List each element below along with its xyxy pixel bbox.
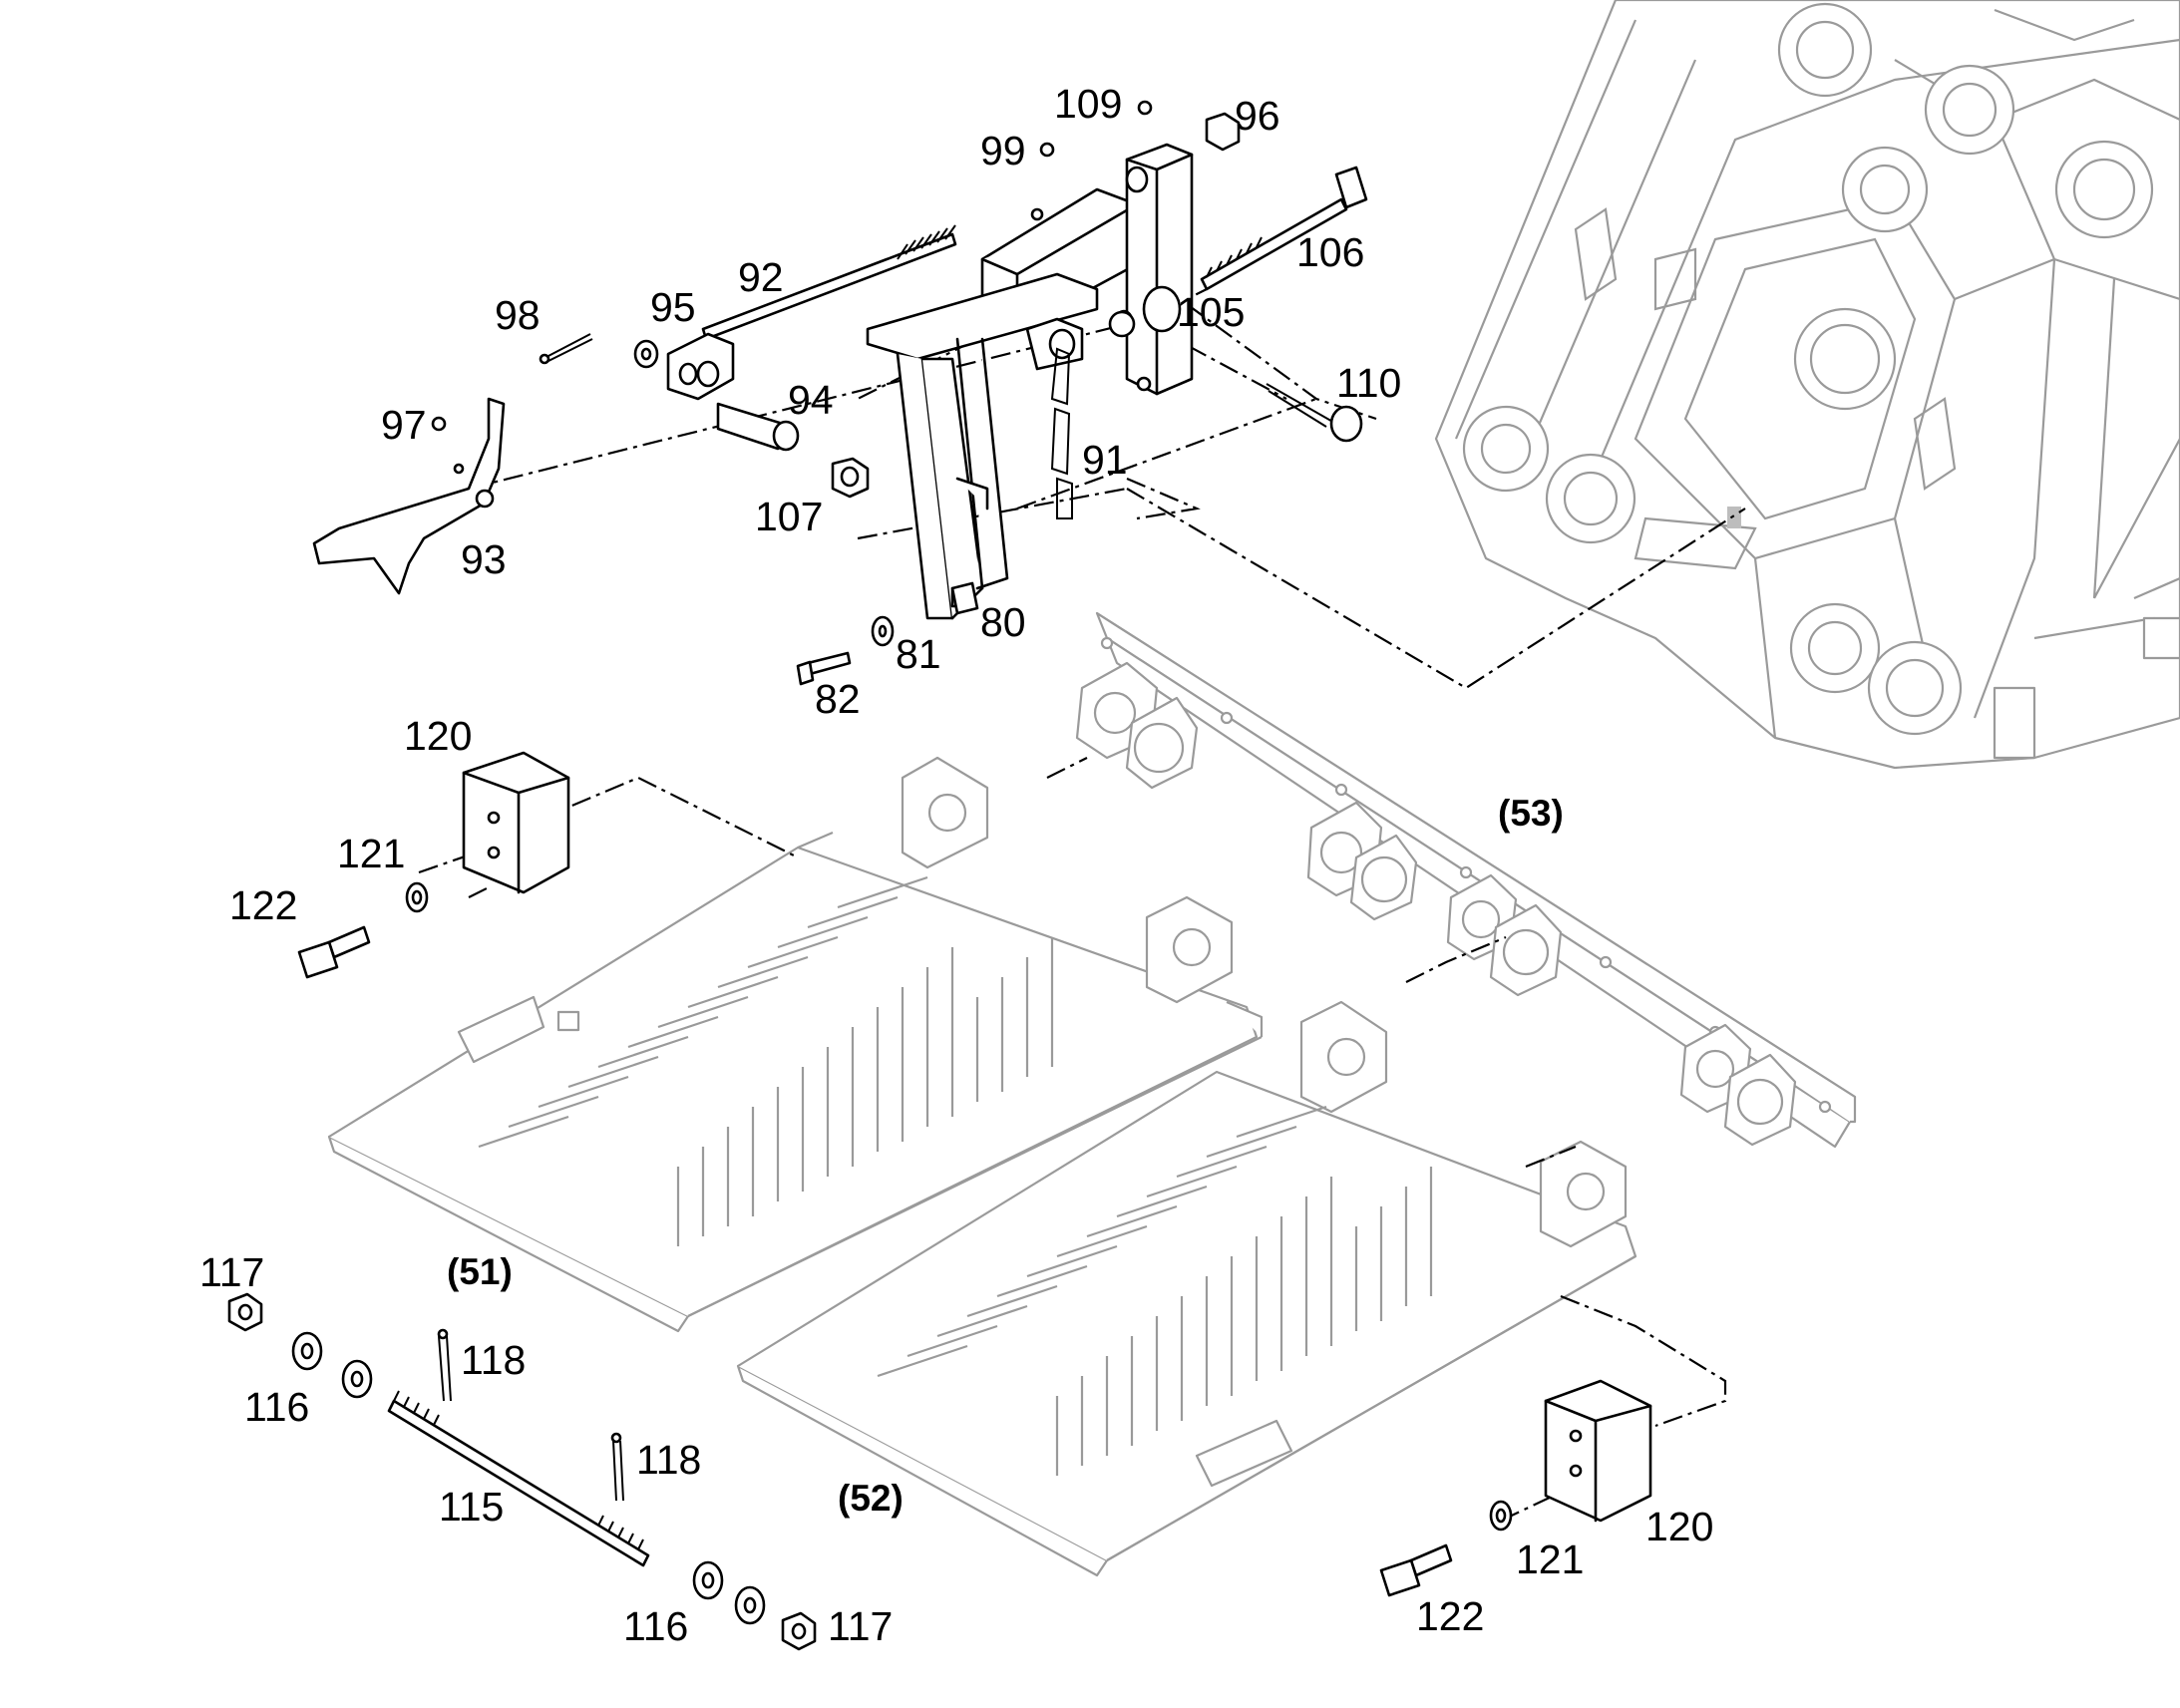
callout-121-right: 121 [1516,1537,1584,1582]
callout-97: 97 [381,402,427,448]
step-plate-52 [736,1000,1637,1577]
callout-118-lower: 118 [636,1437,701,1483]
callout-120-left: 120 [404,713,472,759]
callout-122-right: 122 [1416,1593,1484,1639]
callout-94: 94 [788,377,834,423]
plate-52-slots [877,1105,1433,1476]
assembly-label-51: (51) [447,1251,513,1292]
plate-51-slots [478,875,1054,1246]
callout-105: 105 [1177,289,1245,335]
callout-116-upper: 116 [244,1384,309,1430]
bracket-assembly [866,143,1194,620]
callout-80: 80 [980,599,1026,645]
callout-122-left: 122 [229,882,297,928]
callout-121-left: 121 [337,831,405,876]
rail-assembly-53 [1075,611,1857,1149]
step-plate-51 [327,756,1264,1333]
assembly-label-52: (52) [838,1478,904,1519]
callout-99: 99 [980,128,1026,173]
callout-82: 82 [815,676,861,722]
callout-115: 115 [439,1484,504,1530]
callout-107: 107 [755,494,823,539]
callout-120-right: 120 [1645,1504,1713,1549]
callout-118-upper: 118 [461,1337,526,1383]
block-right [1379,1379,1652,1597]
callout-106: 106 [1296,229,1364,275]
callout-81: 81 [896,631,941,677]
assembly-label-53: (53) [1498,793,1564,834]
callout-92: 92 [738,254,784,300]
callout-91: 91 [1082,437,1128,483]
callout-117-upper: 117 [199,1249,264,1295]
small-parts-top [312,100,1368,686]
callout-95: 95 [650,284,696,330]
callout-116-lower: 116 [623,1603,688,1649]
callout-110: 110 [1336,360,1401,406]
callout-98: 98 [495,292,541,338]
machine-frame [1434,0,2180,770]
callout-93: 93 [461,536,507,582]
callout-labels: 80 81 82 91 92 93 94 95 96 97 98 99 105 … [199,81,1713,1649]
callout-96: 96 [1235,93,1280,139]
callout-109: 109 [1054,81,1122,127]
rod-assembly [227,1292,817,1651]
block-left [297,751,570,979]
callout-117-lower: 117 [828,1603,893,1649]
